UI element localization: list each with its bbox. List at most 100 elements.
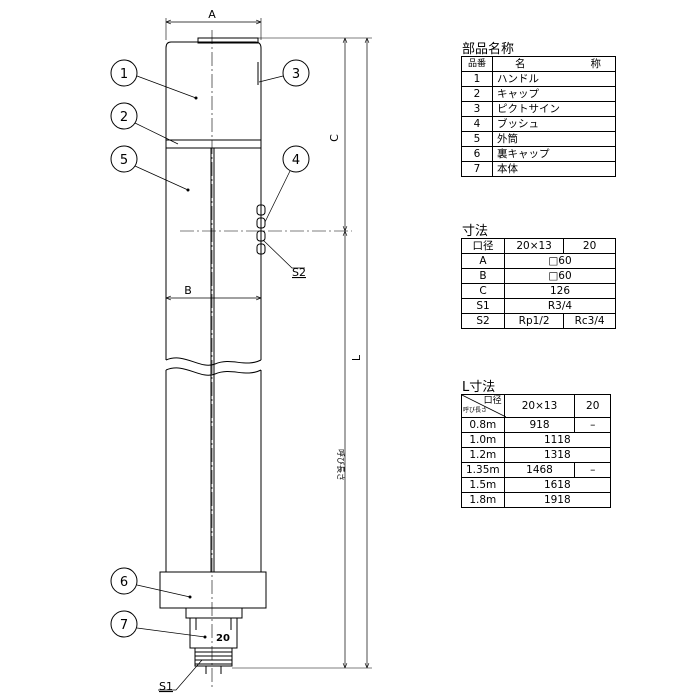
dims-title: 寸法 [462,224,489,239]
part-no: 2 [461,86,493,102]
dim-value: □60 [504,253,616,269]
corner-bottom: 呼び長さ [463,407,488,414]
header-20: 20 [563,238,616,254]
dim-b-label: B [184,284,192,297]
dim-value: □60 [504,268,616,284]
length-value: 1318 [503,447,612,463]
table-header-row: 品番 名 称 [461,56,616,72]
header-20x13: 20×13 [503,238,565,254]
length-value: 1118 [503,432,612,448]
table-row: A□60 [461,253,616,269]
header-name-1: 名 [515,58,526,70]
table-row: B□60 [461,268,616,284]
dim-label: B [461,268,505,284]
length-value: 918 [503,417,576,433]
dim-label: C [461,283,505,299]
balloon-1: 1 [120,67,128,82]
dim-c-label: C [328,134,341,142]
length-value: 1618 [503,477,612,493]
part-no: 6 [461,146,493,162]
part-name: 本体 [492,161,616,177]
table-header-row: 口径 20×13 20 [461,238,616,254]
part-name: ピクトサイン [492,101,616,117]
outer-tube-lower [165,370,262,572]
dim-value: Rp1/2 [503,313,565,329]
length-label: 0.8m [461,417,505,433]
balloon-4: 4 [292,153,300,168]
part-name: 外筒 [492,131,616,147]
part-name: キャップ [492,86,616,102]
cap-outline [165,139,262,149]
part-name: ハンドル [492,71,616,87]
part-name: 裏キャップ [492,146,616,162]
dim-label: S1 [461,298,505,314]
corner-diagonal [462,395,506,417]
length-value: 1468 [503,462,576,478]
dim-a-label: A [208,8,216,21]
handle-outline [165,41,262,141]
parts-title: 部品名称 [462,42,515,57]
length-value: – [574,462,611,478]
thread-end [194,648,233,667]
nominal-length-label: 呼び長さ [336,449,346,481]
dim-label: S2 [461,313,505,329]
part-no: 4 [461,116,493,132]
header-20x13: 20×13 [503,394,576,418]
header-corner: 口径 呼び長さ [461,394,506,418]
dim-l-label: L [350,354,363,361]
header-no: 品番 [461,56,493,72]
part-no: 1 [461,71,493,87]
header-name-2: 称 [590,58,602,70]
balloon-6: 6 [120,575,128,590]
part-no: 3 [461,101,493,117]
bushing [256,204,266,216]
lengths-title: L寸法 [462,380,496,395]
body-outline [185,607,243,619]
length-label: 1.2m [461,447,505,463]
dim-value: 126 [504,283,616,299]
balloon-3: 3 [292,67,300,82]
balloon-7: 7 [120,618,128,633]
length-label: 1.35m [461,462,505,478]
table-header-row: 口径 呼び長さ 20×13 20 [461,394,611,418]
part-no: 7 [461,161,493,177]
balloon-2: 2 [120,110,128,125]
length-label: 1.0m [461,432,505,448]
header-name: 名 称 [492,56,616,72]
length-value: – [574,417,611,433]
dim-value: Rc3/4 [563,313,616,329]
balloon-5: 5 [120,153,128,168]
length-label: 1.8m [461,492,505,508]
length-value: 1918 [503,492,612,508]
part-no: 5 [461,131,493,147]
dim-value: R3/4 [504,298,616,314]
body-marking: 20 [216,633,230,644]
length-label: 1.5m [461,477,505,493]
part-name: ブッシュ [492,116,616,132]
pict-sign [197,37,259,44]
header-20: 20 [574,394,611,418]
s2-label: S2 [292,266,306,279]
back-cap [159,571,267,609]
s1-label: S1 [159,680,173,693]
corner-top: 口径 [483,396,502,406]
